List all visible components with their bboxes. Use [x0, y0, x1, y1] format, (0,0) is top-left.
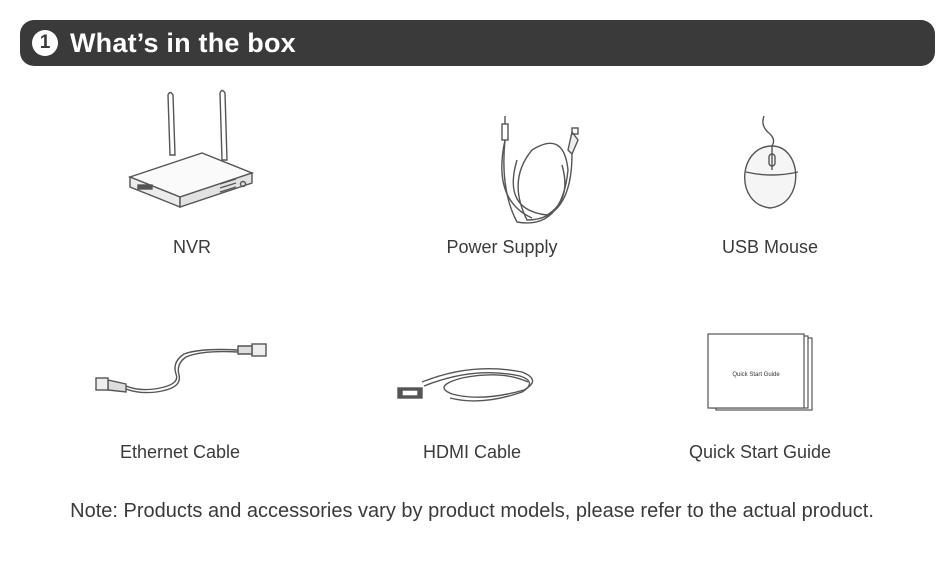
section-header: 1 What’s in the box: [20, 20, 935, 66]
nvr-icon: [127, 89, 255, 209]
item-label: Ethernet Cable: [119, 442, 241, 462]
ethernet-cable-icon: [95, 343, 267, 394]
item-ethernet-cable: Ethernet Cable: [60, 330, 300, 470]
hdmi-cable-icon: [397, 367, 534, 402]
power-supply-icon: [501, 116, 579, 224]
item-label: USB Mouse: [721, 237, 819, 257]
item-nvr: NVR: [72, 85, 312, 265]
item-quick-start-guide: Quick Start Guide Quick Start Guide: [640, 332, 880, 472]
item-power-supply: Power Supply: [382, 110, 622, 270]
item-label: NVR: [172, 237, 211, 257]
section-number-badge: 1: [32, 30, 58, 56]
usb-mouse-icon: [744, 115, 799, 209]
item-label: HDMI Cable: [422, 442, 522, 462]
item-usb-mouse: USB Mouse: [650, 112, 890, 262]
item-label: Power Supply: [446, 237, 558, 257]
quick-start-guide-icon: Quick Start Guide: [707, 333, 813, 411]
section-title: What’s in the box: [70, 27, 296, 58]
item-hdmi-cable: HDMI Cable: [352, 352, 592, 472]
item-label: Quick Start Guide: [688, 442, 832, 462]
guide-cover-text: Quick Start Guide: [732, 372, 780, 378]
note-text: Note: Products and accessories vary by p…: [70, 500, 874, 522]
